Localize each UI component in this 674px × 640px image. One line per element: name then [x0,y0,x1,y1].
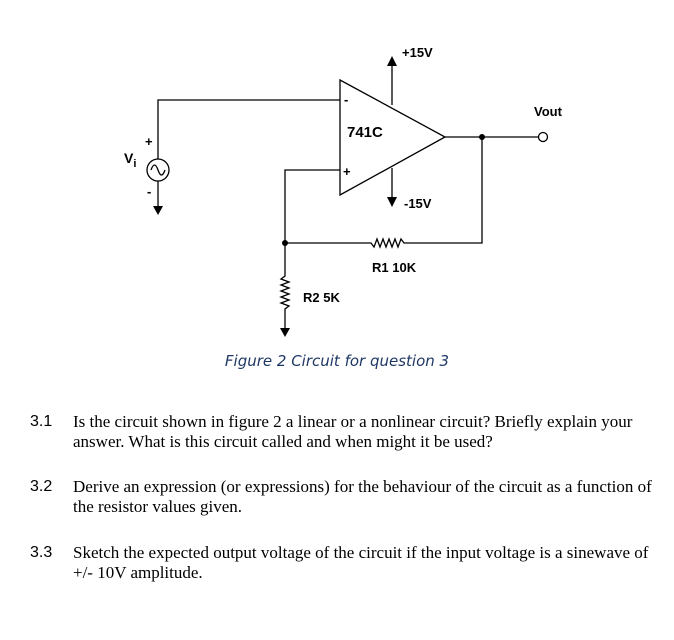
source-plus-sign: + [145,134,153,149]
question-text: Is the circuit shown in figure 2 a linea… [73,412,633,451]
arrow-supply-pos [387,56,397,66]
wire-feedback-right [408,137,483,244]
inverting-sign: - [344,92,348,107]
noninverting-sign: + [343,164,351,179]
question-text: Sketch the expected output voltage of th… [73,543,649,582]
question-text: Derive an expression (or expressions) fo… [73,477,652,516]
source-sine [150,164,166,176]
node-feedback [282,240,288,246]
opamp-triangle [339,78,447,197]
question-3-2: 3.2 Derive an expression (or expressions… [30,477,660,517]
arrow-r2-ground [280,328,290,337]
arrow-supply-neg [387,197,397,207]
resistor-r1 [368,237,408,249]
supply-pos-label: +15V [402,45,433,60]
question-number: 3.3 [30,544,53,561]
figure-caption: Figure 2 Circuit for question 3 [224,352,450,370]
r2-label: R2 5K [303,290,340,305]
circuit-diagram: +15V -15V 741C - + Vout Vi + - R1 10K R2… [124,45,563,337]
question-3-1: 3.1 Is the circuit shown in figure 2 a l… [30,412,660,452]
arrow-source-ground [153,206,163,215]
source-minus-sign: - [147,184,151,199]
resistor-r2 [279,272,291,330]
question-3-3: 3.3 Sketch the expected output voltage o… [30,543,660,583]
wire-inverting-input [157,99,340,140]
question-number: 3.2 [30,478,53,495]
question-number: 3.1 [30,413,53,430]
wire-noninverting-input [284,169,340,272]
opamp-label: 741C [347,124,383,141]
node-output [479,134,485,140]
vout-terminal [537,131,549,143]
r1-label: R1 10K [372,260,417,275]
supply-neg-label: -15V [404,196,432,211]
vout-label: Vout [534,104,563,119]
vi-label: Vi [124,150,136,170]
